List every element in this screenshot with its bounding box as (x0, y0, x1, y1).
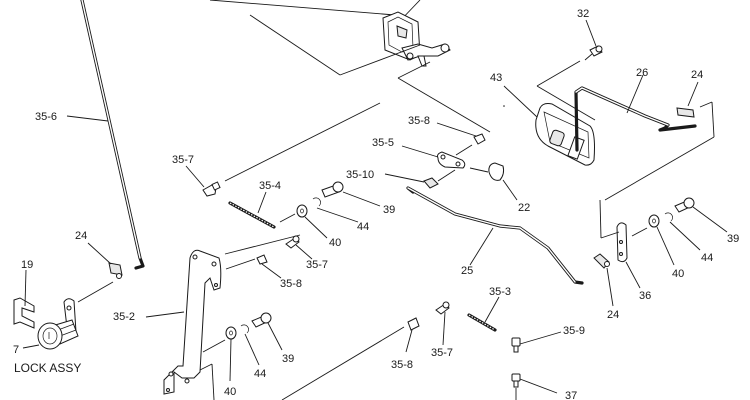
bushing-35-7-top: 35-7 (172, 102, 381, 197)
callout-35-5: 35-5 (372, 137, 394, 149)
callout-39-c: 39 (282, 353, 294, 365)
callout-35-4: 35-4 (259, 180, 281, 192)
callout-35-7-b: 35-7 (306, 259, 328, 271)
callout-37: 37 (565, 390, 577, 400)
control-rod-35-6: 35-6 (35, 0, 145, 270)
fastener-set-right: 39 44 40 36 (599, 197, 739, 302)
callout-25: 25 (461, 265, 473, 277)
bushing-35-7-middle: 35-7 (285, 235, 328, 271)
callout-35-2: 35-2 (113, 311, 135, 323)
callout-39-b: 39 (727, 233, 739, 245)
fastener-set-lower: 39 44 40 (224, 312, 294, 398)
link-35-5: 35-5 (372, 137, 489, 173)
stud-35-4: 35-4 (228, 180, 296, 229)
screw-32: 32 (536, 8, 603, 121)
callout-35-7: 35-7 (172, 154, 194, 166)
bellcrank-35-2: 35-2 (113, 249, 226, 400)
callout-40-c: 40 (224, 386, 236, 398)
clip-22: 22 (488, 162, 530, 214)
stud-35-3: 35-3 (467, 286, 511, 332)
callout-22: 22 (518, 202, 530, 214)
bushing-35-9: 35-9 (511, 325, 585, 353)
callout-35-7-c: 35-7 (431, 347, 453, 359)
inside-handle-43: 43 (490, 72, 595, 166)
callout-7: 7 (13, 344, 19, 356)
callout-40: 40 (329, 237, 341, 249)
callout-24-b: 24 (607, 309, 619, 321)
callout-35-3: 35-3 (489, 286, 511, 298)
callout-36: 36 (639, 290, 651, 302)
door-latch-assembly (209, 0, 491, 133)
callout-35-9: 35-9 (563, 325, 585, 337)
rod-26: 26 (574, 67, 697, 152)
bushing-35-8-upper: 35-8 (408, 115, 486, 156)
callout-43: 43 (490, 72, 502, 84)
fastener-set-middle: 39 44 40 (296, 181, 395, 249)
callout-24-c: 24 (75, 230, 87, 242)
callout-44: 44 (357, 221, 369, 233)
lock-assembly: 24 19 7 LOCK ASSY (13, 230, 123, 375)
callout-32: 32 (577, 8, 589, 20)
clip-24-top: 24 (604, 69, 715, 201)
callout-44-c: 44 (254, 368, 266, 380)
callout-26: 26 (636, 67, 648, 79)
callout-39: 39 (383, 204, 395, 216)
bolt-37: 37 (511, 373, 577, 400)
callout-35-6: 35-6 (35, 111, 57, 123)
callout-35-8-c: 35-8 (391, 359, 413, 371)
callout-35-8-b: 35-8 (280, 278, 302, 290)
callout-19: 19 (21, 259, 33, 271)
lock-assy-title: LOCK ASSY (14, 361, 81, 375)
bushing-35-8-lower: 35-8 (281, 317, 420, 400)
callout-35-8: 35-8 (408, 115, 430, 127)
bushing-35-7-lower: 35-7 (431, 301, 453, 359)
clip-35-10: 35-10 (346, 169, 456, 189)
callout-40-b: 40 (672, 268, 684, 280)
rod-25: 25 (406, 186, 584, 285)
clip-24-lower: 24 (593, 253, 619, 321)
callout-24-a: 24 (691, 69, 703, 81)
callout-35-10: 35-10 (346, 169, 374, 181)
callout-44-b: 44 (701, 252, 713, 264)
bushing-35-8-middle: 35-8 (224, 234, 302, 290)
